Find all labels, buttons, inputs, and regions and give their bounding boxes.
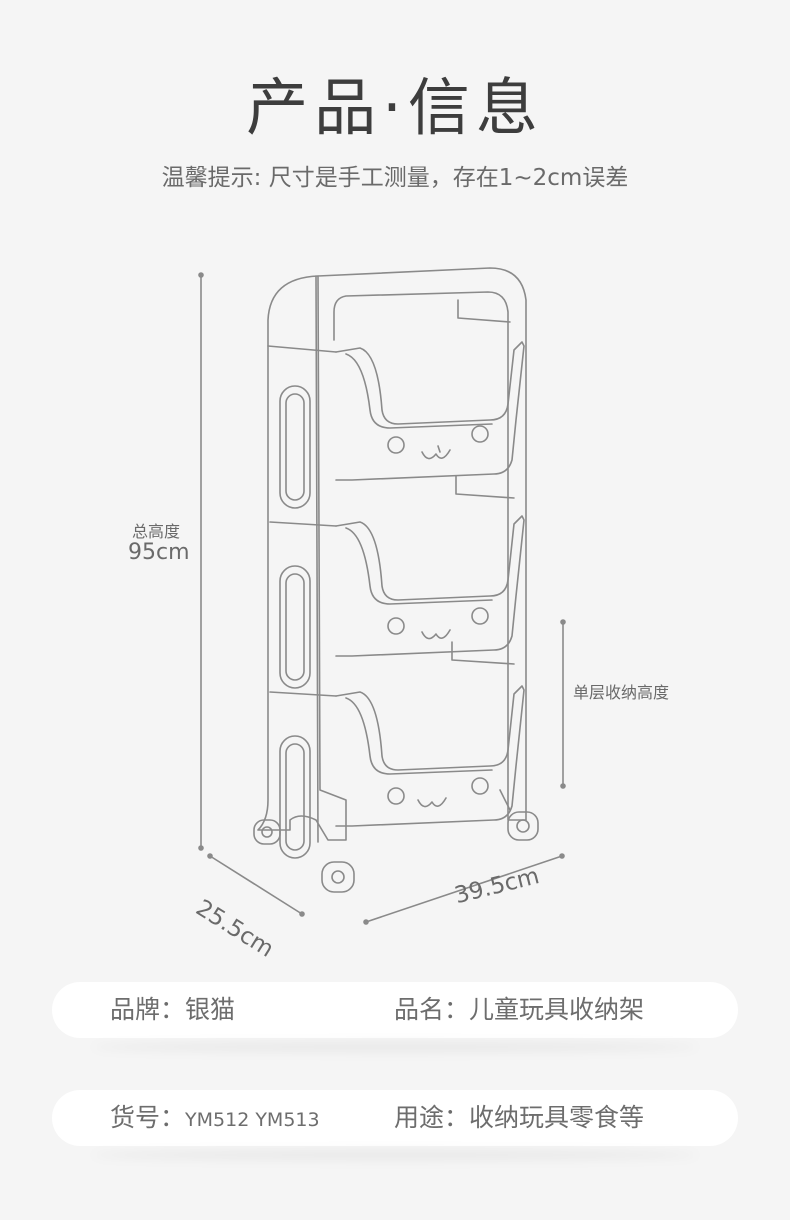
spec-bar-code-use: 货号：YM512 YM513 用途：收纳玩具零食等	[52, 1090, 738, 1146]
total-height-caption: 总高度	[132, 522, 181, 541]
basket-bottom	[335, 685, 525, 827]
product-name-value: 儿童玩具收纳架	[469, 995, 645, 1024]
storage-rack-drawing	[198, 267, 566, 925]
code-value: YM512 YM513	[185, 1109, 320, 1131]
rack-side-frame	[257, 275, 347, 841]
depth-line	[209, 855, 303, 915]
basket-middle	[335, 515, 525, 657]
measurement-note: 温馨提示: 尺寸是手工测量，存在1~2cm误差	[161, 165, 629, 191]
page-title: 产品·信息	[246, 71, 544, 144]
use-field: 用途：收纳玩具零食等	[394, 1090, 644, 1146]
use-label: 用途：	[394, 1103, 470, 1132]
brand-label: 品牌：	[110, 995, 186, 1024]
code-field: 货号：YM512 YM513	[110, 1090, 320, 1146]
caster-wheels	[253, 789, 539, 893]
spec-bar-brand-name: 品牌：银猫 品名：儿童玩具收纳架	[52, 982, 738, 1038]
brand-field: 品牌：银猫	[110, 982, 235, 1038]
product-name-label: 品名：	[394, 995, 470, 1024]
brand-value: 银猫	[185, 995, 236, 1024]
rack-back-frame	[317, 267, 527, 821]
code-label: 货号：	[110, 1103, 186, 1132]
width-line	[365, 855, 563, 923]
total-height-value: 95cm	[128, 540, 190, 565]
product-name-field: 品名：儿童玩具收纳架	[394, 982, 644, 1038]
basket-top	[335, 341, 525, 481]
layer-height-caption: 单层收纳高度	[573, 683, 670, 702]
use-value: 收纳玩具零食等	[469, 1103, 645, 1132]
